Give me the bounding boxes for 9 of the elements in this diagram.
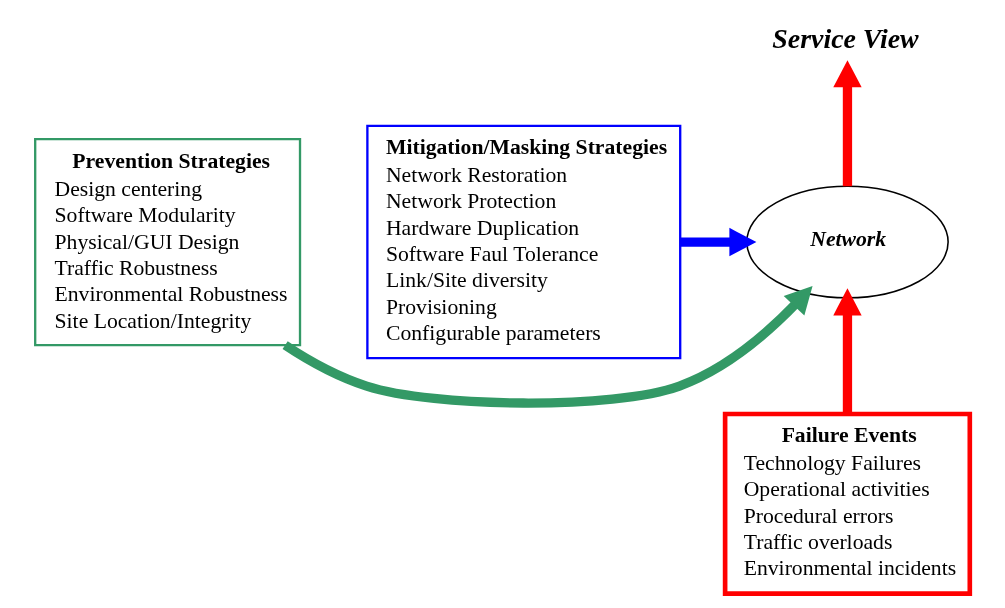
node-ellipse: Network [746, 185, 949, 299]
node-box: Prevention Strategies Design centering Software Modularity Physical/GUI Design Traffic Robustness Environmental Robustness Site Location/Integrity [34, 137, 302, 347]
node-box: Failure Events Technology Failures Operational activities Procedural errors Traffic overloads Environmental incidents [722, 411, 973, 596]
node-text: Service View [772, 22, 919, 54]
arrow [282, 286, 813, 408]
node-box: Mitigation/Masking Strategies Network Restoration Network Protection Hardware Duplication Software Faul Tolerance Link/Site diversity Provisioning Configurable parameters [366, 124, 682, 360]
arrow [680, 227, 757, 257]
arrow [833, 288, 862, 414]
arrow [833, 60, 862, 187]
